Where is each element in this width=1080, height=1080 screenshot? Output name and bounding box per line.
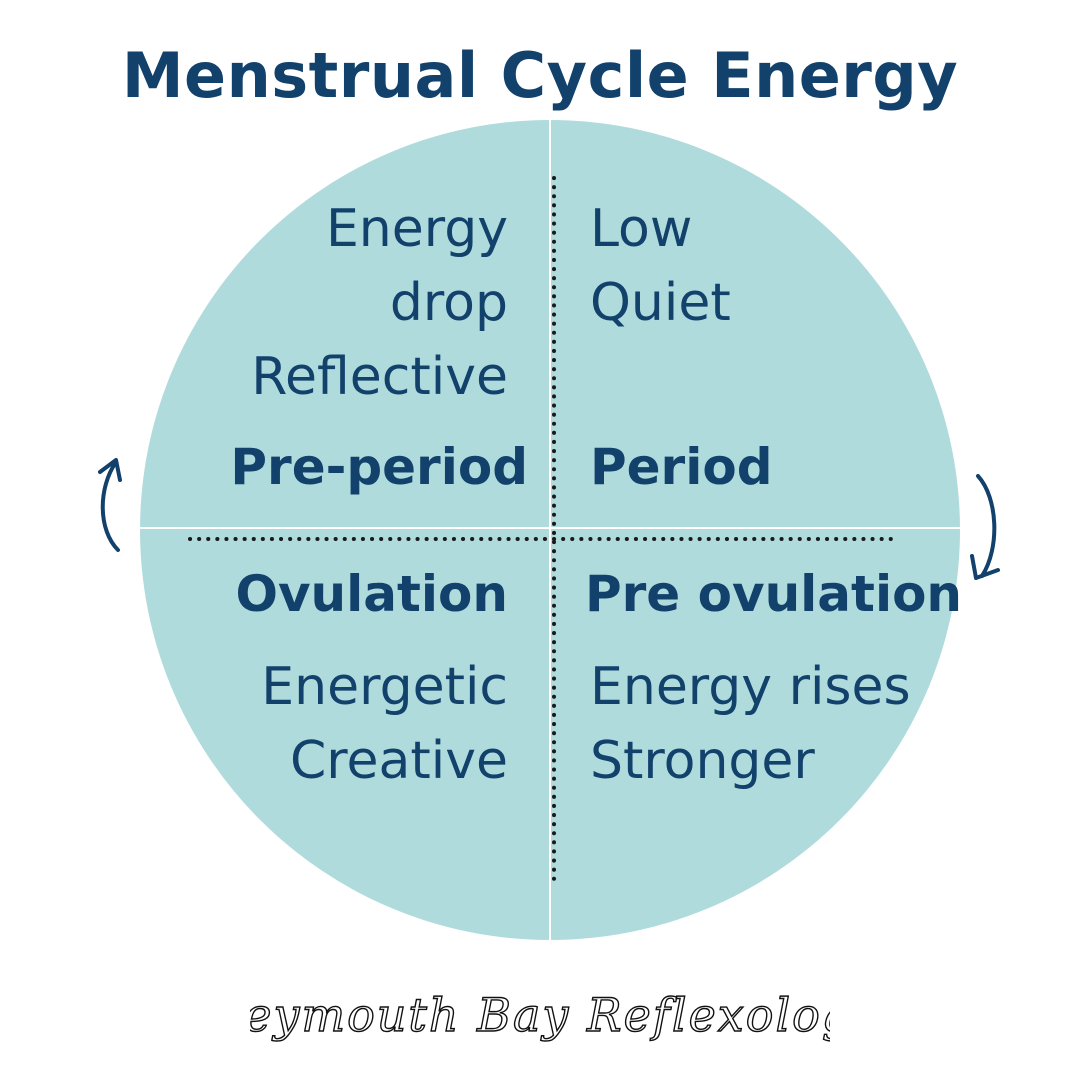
cycle-circle [140,120,960,940]
descriptor: drop [389,273,508,333]
descriptor: Creative [289,731,508,791]
descriptor: Energetic [261,657,508,717]
phase-label-pre-ovulation: Pre ovulation [585,565,963,623]
signature-logo: Weymouth Bay Reflexology [250,987,830,1042]
svg-text:Weymouth Bay Reflexology: Weymouth Bay Reflexology [250,988,830,1042]
descriptors-bottom-left: Energetic Creative [261,650,508,798]
descriptors-top-right: Low Quiet [590,192,731,340]
descriptor: Reflective [251,347,508,407]
descriptor: Quiet [590,273,731,333]
phase-label-ovulation: Ovulation [235,565,508,623]
descriptors-top-left: Energy drop Reflective [251,192,508,414]
page-title: Menstrual Cycle Energy [121,39,959,112]
descriptor: Energy rises [590,657,911,717]
descriptor: Stronger [590,731,815,791]
descriptor: Energy [325,199,508,259]
phase-label-pre-period: Pre-period [230,438,528,496]
cycle-arrow-right-icon [970,474,1000,580]
descriptor: Low [590,199,693,259]
cycle-arrow-left-icon [98,458,122,552]
descriptors-bottom-right: Energy rises Stronger [590,650,911,798]
phase-label-period: Period [590,438,773,496]
